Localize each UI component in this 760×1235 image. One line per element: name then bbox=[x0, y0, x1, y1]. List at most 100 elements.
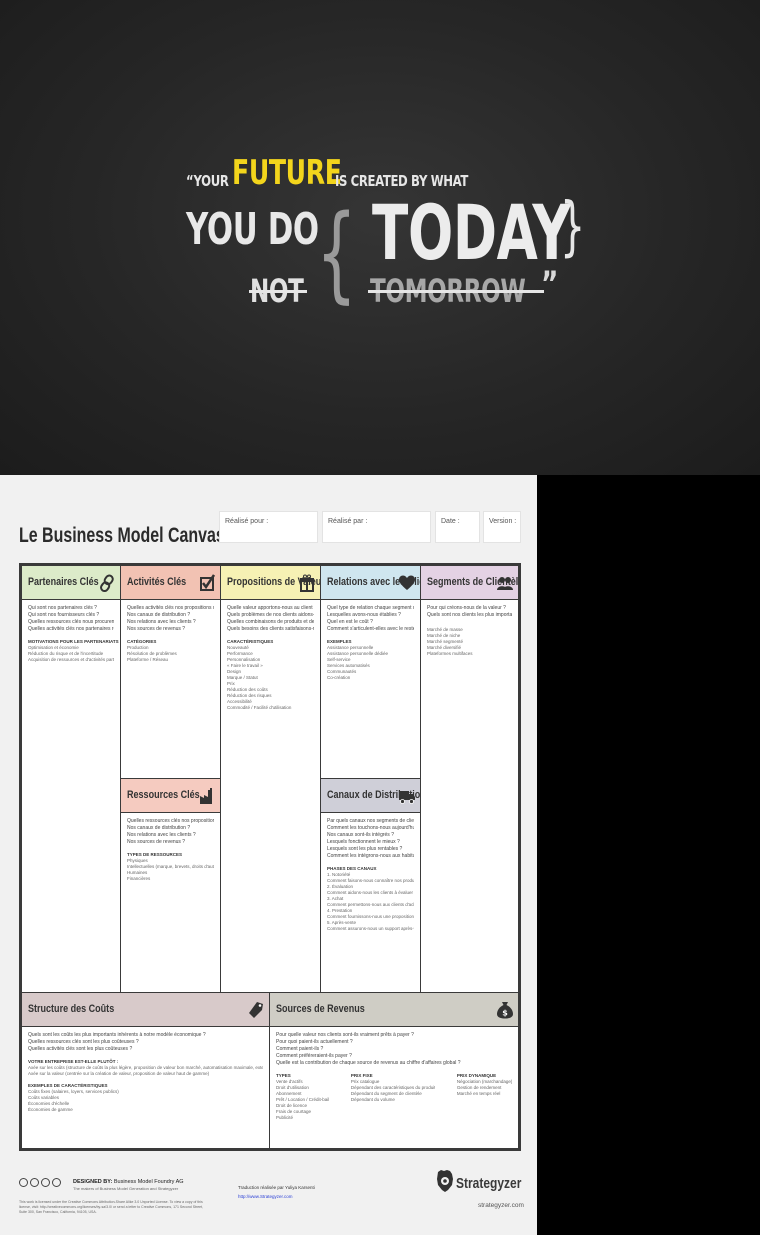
block-title: Structure des Coûts bbox=[28, 1003, 115, 1015]
strategyzer-url[interactable]: strategyzer.com bbox=[478, 1202, 524, 1209]
question-line: Nos relations avec les clients ? bbox=[127, 832, 196, 838]
strategyzer-logo-icon bbox=[437, 1170, 453, 1192]
quote-text-created: IS CREATED BY WHAT bbox=[335, 172, 468, 190]
subheading: TYPES bbox=[276, 1073, 291, 1078]
block-key-resources[interactable]: Ressources Clés Quelles ressources clés … bbox=[120, 778, 221, 993]
list-item: Publicité bbox=[276, 1115, 294, 1120]
list-item: 2. Évaluation bbox=[327, 884, 354, 889]
list-item: Résolution de problèmes bbox=[127, 651, 177, 656]
list-item: Comment permettons-nous aux clients d'ac… bbox=[327, 902, 414, 907]
block-title: Activités Clés bbox=[127, 576, 187, 588]
block-header: Propositions de Valeur bbox=[221, 566, 320, 600]
list-item: Production bbox=[127, 645, 149, 650]
question-line: Quel en est le coût ? bbox=[327, 619, 373, 625]
question-line: Quelle est la contribution de chaque sou… bbox=[276, 1060, 461, 1066]
block-revenue-streams[interactable]: Sources de Revenus $ Pour quelle valeur … bbox=[269, 992, 519, 1149]
strategyzer-brand: Strategyzer bbox=[456, 1175, 522, 1192]
strategyzer-link[interactable]: http://www.Strategyzer.com bbox=[238, 1194, 293, 1199]
question-line: Qui sont nos fournisseurs clés ? bbox=[28, 612, 100, 618]
subheading: EXEMPLES bbox=[327, 639, 352, 644]
question-line: Lesquels sont les plus rentables ? bbox=[327, 846, 403, 852]
block-title: Ressources Clés bbox=[127, 789, 200, 801]
question-line: Pour quoi paient-ils actuellement ? bbox=[276, 1039, 353, 1045]
money-bag-icon: $ bbox=[497, 1002, 513, 1019]
question-line: Comment les touchons-nous aujourd'hui ? bbox=[327, 825, 414, 831]
creative-commons-badges bbox=[19, 1178, 61, 1187]
factory-icon bbox=[200, 788, 212, 804]
block-title: Sources de Revenus bbox=[276, 1003, 365, 1015]
list-item: Optimisation et économie bbox=[28, 645, 79, 650]
list-item: 1. Notoriété bbox=[327, 872, 351, 877]
question-line: Quel type de relation chaque segment de … bbox=[327, 605, 414, 611]
list-item: Réduction du risque et de l'incertitude bbox=[28, 651, 104, 656]
block-key-partners[interactable]: Partenaires Clés Qui sont nos partenaire… bbox=[21, 565, 121, 993]
list-item: Marque / Statut bbox=[227, 675, 258, 680]
list-item: 5. Après-vente bbox=[327, 920, 357, 925]
list-item: Axée sur les coûts (structure de coûts l… bbox=[28, 1065, 263, 1070]
subheading: EXEMPLES DE CARACTÉRISTIQUES bbox=[28, 1083, 108, 1088]
block-header: Relations avec les Clients bbox=[321, 566, 420, 600]
list-item: Nouveauté bbox=[227, 645, 249, 650]
designed-by-value: Business Model Foundry AG bbox=[113, 1179, 184, 1185]
designed-by-label: DESIGNED BY: bbox=[73, 1179, 113, 1185]
list-item: Services automatisés bbox=[327, 663, 370, 668]
block-header: Activités Clés bbox=[121, 566, 220, 600]
version-field[interactable]: Version : bbox=[483, 511, 521, 543]
link-icon bbox=[100, 574, 114, 592]
list-item: Assistance personnelle bbox=[327, 645, 374, 650]
list-item: Accessibilité bbox=[227, 699, 252, 704]
designed-by-tagline: The makers of Business Model Generation … bbox=[73, 1186, 179, 1191]
revenue-column: TYPES Vente d'actifs Droit d'utilisation… bbox=[276, 1073, 329, 1121]
list-item: Commodité / Facilité d'utilisation bbox=[227, 705, 292, 710]
list-item: Acquisition de ressources et d'activités… bbox=[28, 657, 114, 662]
date-field[interactable]: Date : bbox=[435, 511, 480, 543]
list-item: Design bbox=[227, 669, 242, 674]
list-item: Self-service bbox=[327, 657, 351, 662]
subheading: PRIX FIXE bbox=[350, 1073, 373, 1078]
block-customer-relationships[interactable]: Relations avec les Clients Quel type de … bbox=[320, 565, 421, 779]
block-header: Ressources Clés bbox=[121, 779, 220, 813]
list-item: Marché diversifié bbox=[427, 645, 462, 650]
list-item: Vente d'actifs bbox=[276, 1079, 303, 1084]
question-line: Comment les intégrons-nous aux habitudes… bbox=[327, 853, 414, 859]
quote-text-today: TODAY bbox=[372, 188, 571, 277]
cc-icon bbox=[19, 1178, 28, 1187]
block-value-propositions[interactable]: Propositions de Valeur Quelle valeur app… bbox=[220, 565, 321, 993]
question-line: Quelles activités clés nos partenaires r… bbox=[28, 626, 114, 632]
designed-by-field[interactable]: Réalisé par : bbox=[322, 511, 431, 543]
list-item: Prêt / Location / Crédit-bail bbox=[276, 1097, 329, 1102]
quote-brace-left: { bbox=[316, 192, 357, 314]
subheading: VOTRE ENTREPRISE EST-ELLE PLUTÔT : bbox=[28, 1059, 119, 1064]
list-item: Dépendant des caractéristiques du produi… bbox=[350, 1085, 435, 1090]
list-item: Coûts fixes (salaires, loyers, services … bbox=[28, 1089, 119, 1094]
question-line: Quelles ressources clés sont les plus co… bbox=[28, 1039, 139, 1045]
license-text: This work is licensed under the Creative… bbox=[19, 1200, 204, 1214]
block-customer-segments[interactable]: Segments de Clientèle Pour qui créons-no… bbox=[420, 565, 519, 993]
svg-text:$: $ bbox=[502, 1009, 508, 1018]
list-item: Axée sur la valeur (centrée sur la créat… bbox=[28, 1071, 210, 1076]
list-item: Performance bbox=[227, 651, 253, 656]
list-item: Marché de niche bbox=[427, 633, 461, 638]
list-item: Abonnement bbox=[276, 1091, 302, 1096]
designed-by-credit: DESIGNED BY: Business Model Foundry AG bbox=[73, 1179, 184, 1185]
block-key-activities[interactable]: Activités Clés Quelles activités clés no… bbox=[120, 565, 221, 779]
designed-for-field[interactable]: Réalisé pour : bbox=[219, 511, 318, 543]
block-cost-structure[interactable]: Structure des Coûts Quels sont les coûts… bbox=[21, 992, 270, 1149]
block-channels[interactable]: Canaux de Distribution Par quels canaux … bbox=[320, 778, 421, 993]
quote-brace-right: } bbox=[560, 190, 585, 264]
question-line: Quelles ressources clés nos propositions… bbox=[127, 818, 214, 824]
quote-text-you-do: YOU DO bbox=[186, 204, 319, 255]
translation-note: Traduction réalisée par Yuliya Karsenti bbox=[238, 1185, 315, 1190]
revenue-column: PRIX FIXE Prix catalogue Dépendant des c… bbox=[351, 1073, 435, 1121]
list-item: Droit d'utilisation bbox=[276, 1085, 309, 1090]
list-item: Économies d'échelle bbox=[28, 1101, 70, 1106]
question-line: Quelle valeur apportons-nous au client ? bbox=[227, 605, 314, 611]
subheading: CATÉGORIES bbox=[127, 639, 157, 644]
question-line: Quels besoins des clients satisfaisons-n… bbox=[227, 626, 314, 632]
list-item: Marché de masse bbox=[427, 627, 463, 632]
cc-sa-icon bbox=[41, 1178, 50, 1187]
block-title: Partenaires Clés bbox=[28, 576, 99, 588]
question-line: Nos sources de revenus ? bbox=[127, 839, 186, 845]
block-header: Canaux de Distribution bbox=[321, 779, 420, 813]
block-title: Relations avec les Clients bbox=[327, 576, 420, 588]
